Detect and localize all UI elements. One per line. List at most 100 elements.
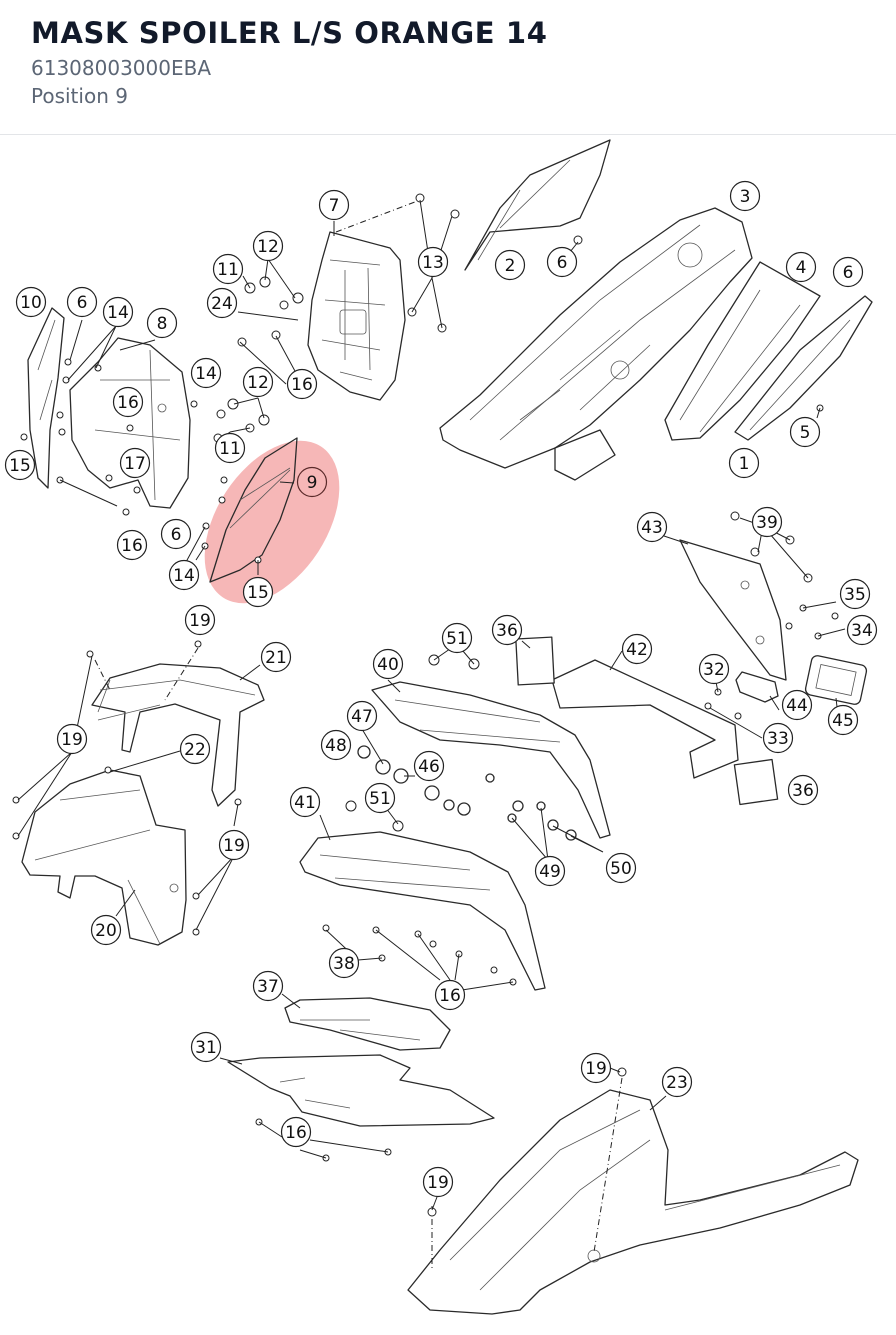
callout-47[interactable]: 47 xyxy=(346,700,378,732)
callout-circle xyxy=(102,296,134,328)
callout-1[interactable]: 1 xyxy=(728,447,760,479)
callout-circle xyxy=(260,641,292,673)
callout-20[interactable]: 20 xyxy=(90,914,122,946)
callout-36[interactable]: 36 xyxy=(787,774,819,806)
callout-37[interactable]: 37 xyxy=(252,970,284,1002)
callout-19[interactable]: 19 xyxy=(580,1052,612,1084)
callout-label: 42 xyxy=(626,640,648,660)
callout-label: 12 xyxy=(247,373,269,393)
callout-43[interactable]: 43 xyxy=(636,511,668,543)
callout-40[interactable]: 40 xyxy=(372,648,404,680)
callout-16[interactable]: 16 xyxy=(280,1116,312,1148)
callout-39[interactable]: 39 xyxy=(751,506,783,538)
callout-24[interactable]: 24 xyxy=(206,287,238,319)
callout-16[interactable]: 16 xyxy=(286,368,318,400)
callout-36[interactable]: 36 xyxy=(491,614,523,646)
callout-14[interactable]: 14 xyxy=(168,559,200,591)
callout-19[interactable]: 19 xyxy=(422,1166,454,1198)
callout-41[interactable]: 41 xyxy=(289,786,321,818)
callout-31[interactable]: 31 xyxy=(190,1031,222,1063)
callout-circle xyxy=(206,287,238,319)
callout-label: 14 xyxy=(195,364,217,384)
callout-51[interactable]: 51 xyxy=(441,622,473,654)
callout-19[interactable]: 19 xyxy=(184,604,216,636)
highlight-position-9 xyxy=(204,440,340,604)
callout-label: 12 xyxy=(257,237,279,257)
callout-5[interactable]: 5 xyxy=(789,416,821,448)
callout-16[interactable]: 16 xyxy=(112,386,144,418)
callout-49[interactable]: 49 xyxy=(534,855,566,887)
callout-13[interactable]: 13 xyxy=(417,246,449,278)
callout-label: 11 xyxy=(219,439,241,459)
part-3-drawing xyxy=(439,207,753,481)
callout-circle xyxy=(214,432,246,464)
callout-label: 19 xyxy=(223,836,245,856)
callout-2[interactable]: 2 xyxy=(494,249,526,281)
callout-circle xyxy=(190,1031,222,1063)
callout-34[interactable]: 34 xyxy=(846,614,878,646)
callout-12[interactable]: 12 xyxy=(242,366,274,398)
callout-48[interactable]: 48 xyxy=(320,729,352,761)
callout-11[interactable]: 11 xyxy=(212,253,244,285)
part-40-drawing xyxy=(371,681,611,839)
callout-51[interactable]: 51 xyxy=(364,782,396,814)
callout-16[interactable]: 16 xyxy=(116,529,148,561)
callout-32[interactable]: 32 xyxy=(698,653,730,685)
callout-6[interactable]: 6 xyxy=(832,256,864,288)
callout-circle xyxy=(605,852,637,884)
callout-label: 38 xyxy=(333,954,355,974)
callout-19[interactable]: 19 xyxy=(56,723,88,755)
callout-label: 5 xyxy=(800,423,811,443)
callout-50[interactable]: 50 xyxy=(605,852,637,884)
callout-33[interactable]: 33 xyxy=(762,722,794,754)
callout-4[interactable]: 4 xyxy=(785,251,817,283)
callout-6[interactable]: 6 xyxy=(160,518,192,550)
callout-label: 14 xyxy=(107,303,129,323)
callout-19[interactable]: 19 xyxy=(218,829,250,861)
callout-11[interactable]: 11 xyxy=(214,432,246,464)
callout-46[interactable]: 46 xyxy=(413,750,445,782)
callout-35[interactable]: 35 xyxy=(839,578,871,610)
callout-42[interactable]: 42 xyxy=(621,633,653,665)
callout-3[interactable]: 3 xyxy=(729,180,761,212)
callout-label: 43 xyxy=(641,518,663,538)
callout-14[interactable]: 14 xyxy=(190,357,222,389)
callout-circle xyxy=(434,979,466,1011)
callout-23[interactable]: 23 xyxy=(661,1066,693,1098)
callout-21[interactable]: 21 xyxy=(260,641,292,673)
callout-22[interactable]: 22 xyxy=(179,733,211,765)
part-10-drawing xyxy=(27,307,65,489)
callout-circle xyxy=(242,576,274,608)
callout-circle xyxy=(364,782,396,814)
callout-38[interactable]: 38 xyxy=(328,947,360,979)
callout-circle xyxy=(346,700,378,732)
part-41-drawing xyxy=(299,831,546,991)
callout-6[interactable]: 6 xyxy=(546,246,578,278)
callout-16[interactable]: 16 xyxy=(434,979,466,1011)
callout-15[interactable]: 15 xyxy=(4,449,36,481)
callout-circle xyxy=(252,970,284,1002)
callout-circle xyxy=(252,230,284,262)
callout-7[interactable]: 7 xyxy=(318,189,350,221)
callout-label: 7 xyxy=(329,196,340,216)
callout-circle xyxy=(146,307,178,339)
part-45-drawing xyxy=(804,655,868,705)
callout-circle xyxy=(4,449,36,481)
callout-15[interactable]: 15 xyxy=(242,576,274,608)
callout-8[interactable]: 8 xyxy=(146,307,178,339)
callout-10[interactable]: 10 xyxy=(15,286,47,318)
callout-44[interactable]: 44 xyxy=(781,689,813,721)
fasteners-drawing xyxy=(12,193,839,1217)
callout-label: 19 xyxy=(189,611,211,631)
callout-circle xyxy=(90,914,122,946)
callout-12[interactable]: 12 xyxy=(252,230,284,262)
callout-17[interactable]: 17 xyxy=(119,447,151,479)
callout-circle xyxy=(372,648,404,680)
callout-9[interactable]: 9 xyxy=(296,466,328,498)
callout-label: 4 xyxy=(796,258,807,278)
callout-14[interactable]: 14 xyxy=(102,296,134,328)
callout-6[interactable]: 6 xyxy=(66,286,98,318)
callout-45[interactable]: 45 xyxy=(827,704,859,736)
part-6-right-drawing xyxy=(734,295,873,441)
part-9-drawing xyxy=(204,437,340,604)
